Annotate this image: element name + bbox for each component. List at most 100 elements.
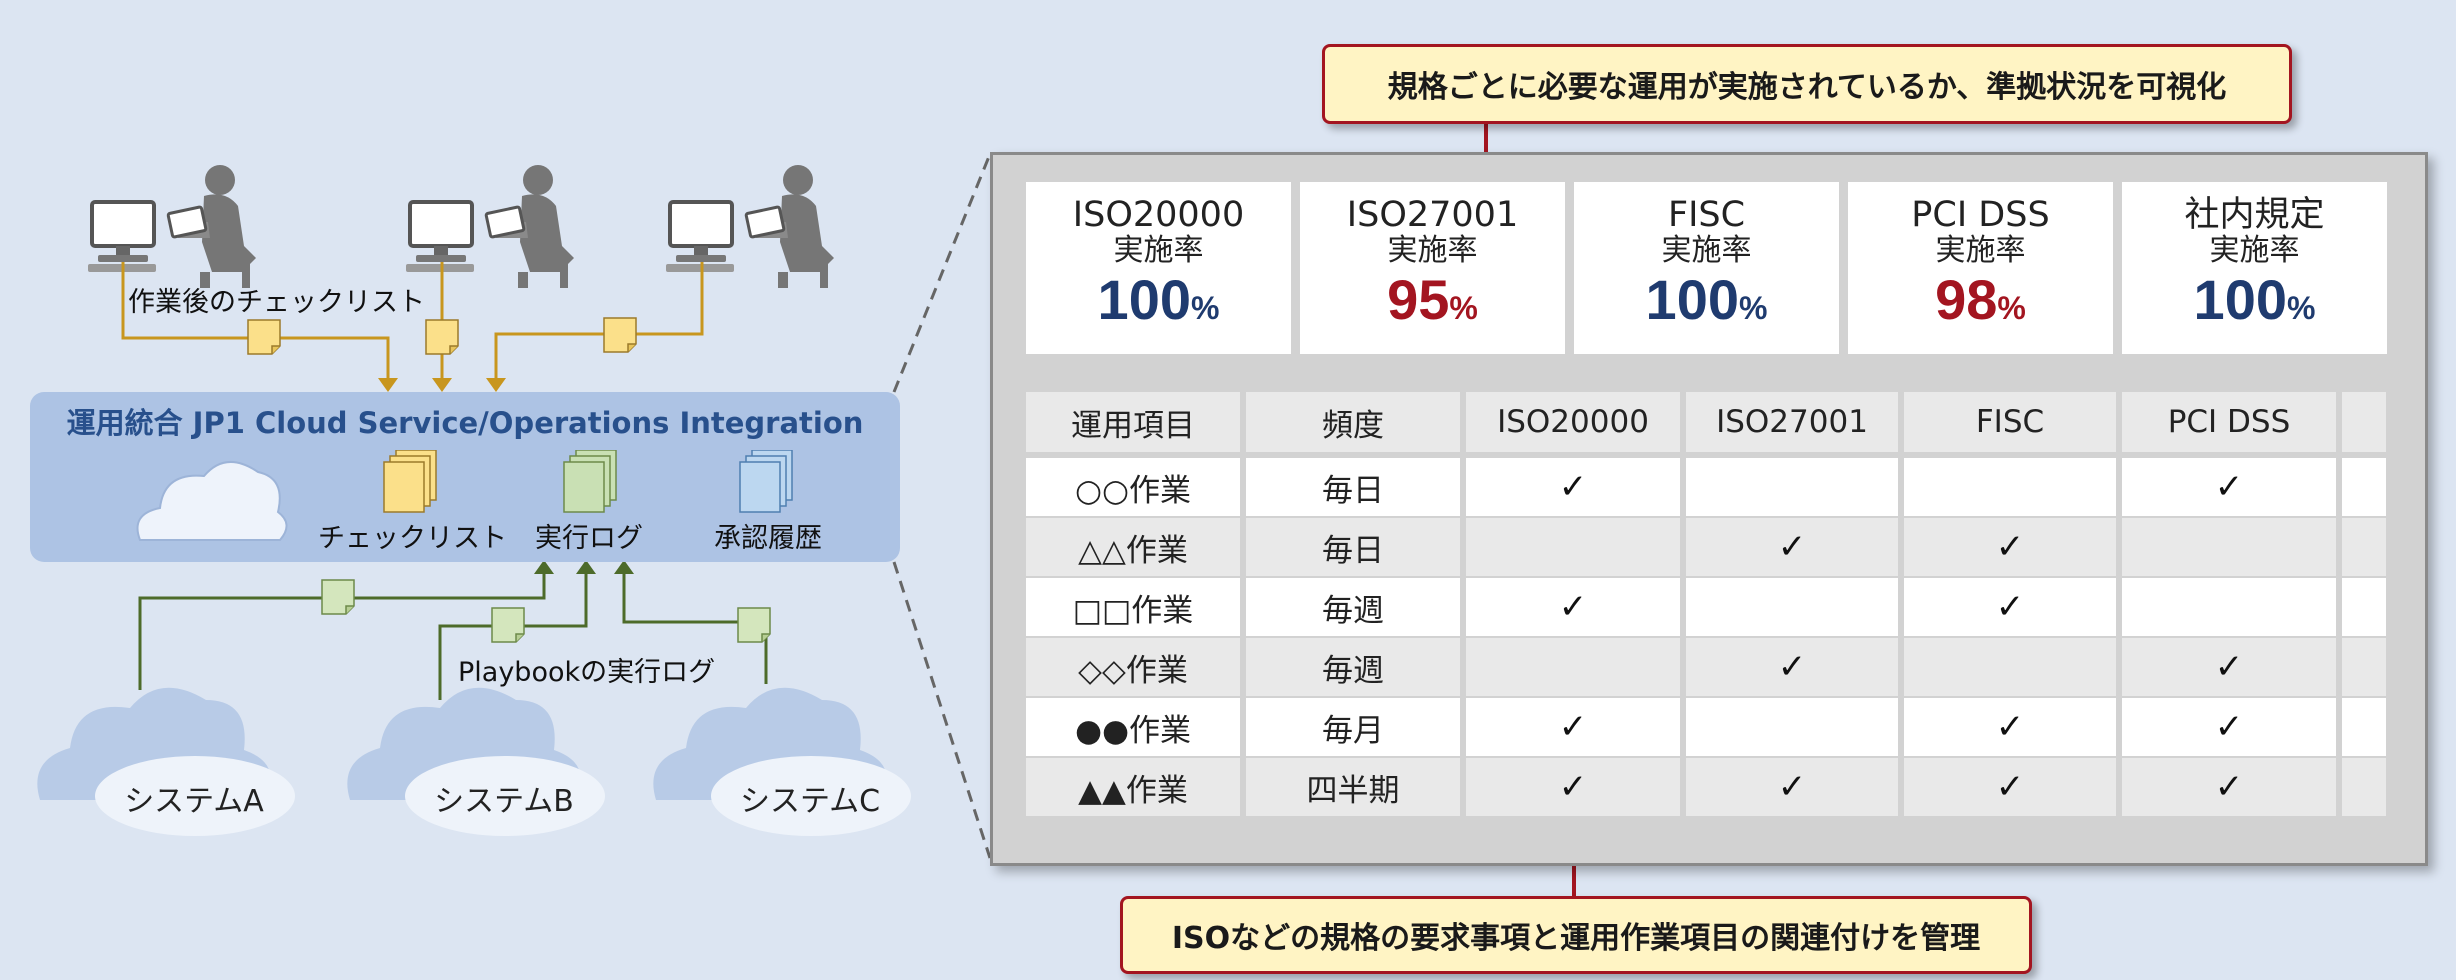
bottom-callout: ISOなどの規格の要求事項と運用作業項目の関連付けを管理 xyxy=(1120,896,2032,974)
log-document-icon xyxy=(321,579,355,615)
zoom-connector-lines xyxy=(892,153,992,859)
user-at-computer-icon xyxy=(664,163,836,290)
user-at-computer-icon xyxy=(86,163,258,290)
log-arrowheads xyxy=(534,560,634,574)
table-cell-check xyxy=(2342,578,2386,636)
table-cell-item: △△作業 xyxy=(1026,518,1240,576)
table-cell-item: □□作業 xyxy=(1026,578,1240,636)
table-cell-check xyxy=(1466,638,1680,696)
approval-history-document-stack-icon xyxy=(739,450,793,513)
checkmark-icon: ✓ xyxy=(1558,587,1588,627)
rate-standard-name: 社内規定 xyxy=(2184,195,2325,235)
execution-log-label: 実行ログ xyxy=(535,523,643,554)
log-document-icon xyxy=(737,607,771,643)
table-cell-frequency: 毎月 xyxy=(1246,698,1460,756)
table-cell-check xyxy=(2122,518,2336,576)
system-c-label: システムC xyxy=(739,784,881,819)
table-header-cell: 運用項目 xyxy=(1026,392,1240,452)
table-cell-item: ●●作業 xyxy=(1026,698,1240,756)
table-cell-check: ✓ xyxy=(1686,758,1898,816)
checkmark-icon: ✓ xyxy=(1777,647,1807,687)
rate-card-iso20000: ISO20000 実施率 100% xyxy=(1026,182,1291,354)
checklist-document-icon xyxy=(247,319,281,355)
rate-caption: 実施率 xyxy=(1387,233,1478,268)
rate-standard-name: PCI DSS xyxy=(1911,195,2050,235)
rate-card-fisc: FISC 実施率 100% xyxy=(1574,182,1839,354)
rate-caption: 実施率 xyxy=(1935,233,2026,268)
rate-card-internal-rules: 社内規定 実施率 100% xyxy=(2122,182,2387,354)
checklist-document-icon xyxy=(603,317,637,353)
table-cell-frequency: 毎日 xyxy=(1246,458,1460,516)
rate-standard-name: ISO27001 xyxy=(1346,195,1519,235)
rate-standard-name: ISO20000 xyxy=(1072,195,1245,235)
cloud-icon xyxy=(347,687,605,836)
checkmark-icon: ✓ xyxy=(1558,767,1588,807)
table-cell-check: ✓ xyxy=(1466,698,1680,756)
checkmark-icon: ✓ xyxy=(1995,527,2025,567)
checkmark-icon: ✓ xyxy=(2214,467,2244,507)
checklist-label: チェックリスト xyxy=(318,523,507,554)
table-cell-frequency: 毎日 xyxy=(1246,518,1460,576)
table-cell-check: ✓ xyxy=(1904,698,2116,756)
system-a-label: システムA xyxy=(124,784,264,819)
checklist-document-stack-icon xyxy=(383,450,437,513)
table-header-cell xyxy=(2342,392,2386,452)
checklist-document-icon xyxy=(425,319,459,355)
rate-standard-name: FISC xyxy=(1667,195,1746,235)
checklist-after-work-label: 作業後のチェックリスト xyxy=(128,287,425,318)
checkmark-icon: ✓ xyxy=(1558,707,1588,747)
playbook-log-label: Playbookの実行ログ xyxy=(458,657,716,688)
table-cell-check xyxy=(1904,458,2116,516)
rate-card-iso27001: ISO27001 実施率 95% xyxy=(1300,182,1565,354)
user-at-computer-icon xyxy=(404,163,576,290)
table-cell-check xyxy=(1904,638,2116,696)
table-cell-check xyxy=(2342,638,2386,696)
cloud-icon xyxy=(136,460,288,541)
checkmark-icon: ✓ xyxy=(2214,647,2244,687)
checkmark-icon: ✓ xyxy=(1558,467,1588,507)
checkmark-icon: ✓ xyxy=(2214,707,2244,747)
table-cell-check: ✓ xyxy=(1904,518,2116,576)
table-cell-check xyxy=(2342,758,2386,816)
table-cell-check xyxy=(2342,698,2386,756)
rate-caption: 実施率 xyxy=(1661,233,1752,268)
log-document-icon xyxy=(491,607,525,643)
rate-value: 95% xyxy=(1387,268,1478,331)
approval-history-label: 承認履歴 xyxy=(714,523,822,554)
table-cell-frequency: 四半期 xyxy=(1246,758,1460,816)
table-cell-check: ✓ xyxy=(2122,698,2336,756)
table-header-cell: ISO27001 xyxy=(1686,392,1898,452)
checklist-arrowheads xyxy=(378,378,506,392)
checkmark-icon: ✓ xyxy=(1995,707,2025,747)
table-cell-check xyxy=(1466,518,1680,576)
table-cell-check xyxy=(1686,698,1898,756)
rate-value: 100% xyxy=(1645,268,1768,331)
table-cell-check xyxy=(2342,518,2386,576)
checkmark-icon: ✓ xyxy=(1777,767,1807,807)
cloud-icon xyxy=(653,687,911,836)
rate-value: 100% xyxy=(1097,268,1220,331)
table-cell-item: ◇◇作業 xyxy=(1026,638,1240,696)
table-header-cell: FISC xyxy=(1904,392,2116,452)
table-header-cell: ISO20000 xyxy=(1466,392,1680,452)
table-cell-check: ✓ xyxy=(2122,758,2336,816)
checkmark-icon: ✓ xyxy=(1777,527,1807,567)
rate-caption: 実施率 xyxy=(2209,233,2300,268)
table-cell-check xyxy=(2342,458,2386,516)
table-cell-item: ▲▲作業 xyxy=(1026,758,1240,816)
table-cell-check: ✓ xyxy=(2122,638,2336,696)
table-cell-check: ✓ xyxy=(1466,758,1680,816)
rate-card-pci-dss: PCI DSS 実施率 98% xyxy=(1848,182,2113,354)
top-callout: 規格ごとに必要な運用が実施されているか、準拠状況を可視化 xyxy=(1322,44,2292,124)
table-cell-check: ✓ xyxy=(1466,578,1680,636)
table-cell-check: ✓ xyxy=(1904,578,2116,636)
checkmark-icon: ✓ xyxy=(2214,767,2244,807)
checkmark-icon: ✓ xyxy=(1995,767,2025,807)
table-cell-frequency: 毎週 xyxy=(1246,578,1460,636)
rate-value: 98% xyxy=(1935,268,2026,331)
table-cell-item: ○○作業 xyxy=(1026,458,1240,516)
system-b-label: システムB xyxy=(434,784,574,819)
checkmark-icon: ✓ xyxy=(1995,587,2025,627)
execution-log-document-stack-icon xyxy=(563,450,617,513)
rate-value: 100% xyxy=(2193,268,2316,331)
